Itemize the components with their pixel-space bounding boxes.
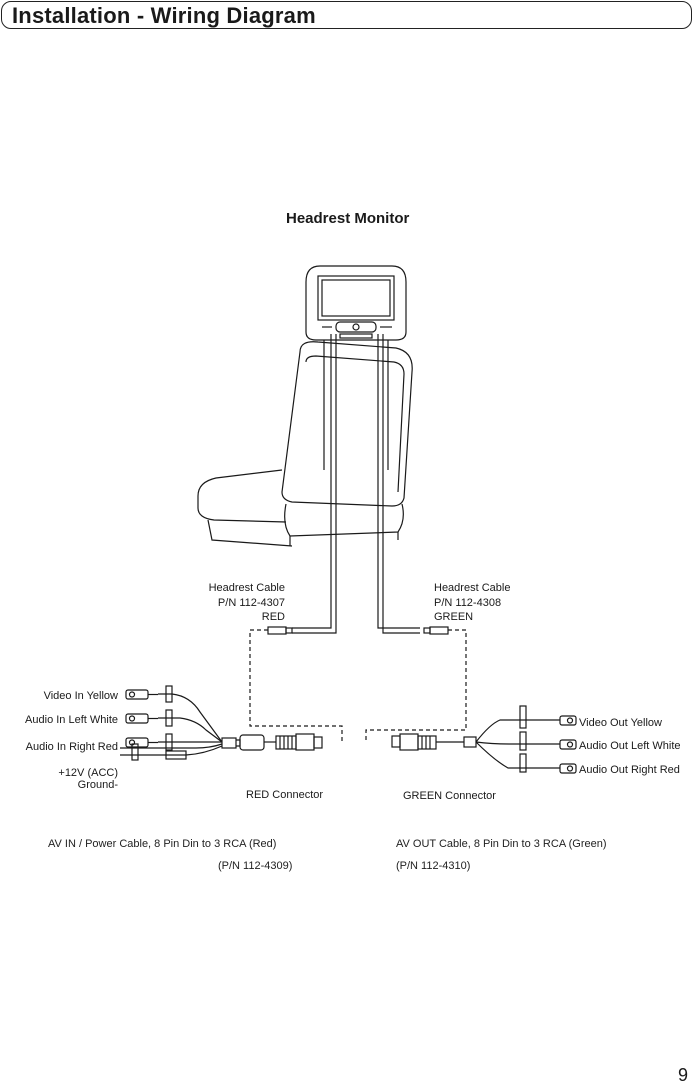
- audio-out-right-label: Audio Out Right Red: [579, 764, 680, 776]
- title-bar: Installation - Wiring Diagram: [1, 1, 692, 29]
- ground-label: Ground-: [77, 779, 118, 791]
- video-out-label: Video Out Yellow: [579, 717, 662, 729]
- av-out-part-number: (P/N 112-4310): [396, 860, 471, 872]
- left-cable-label-1: Headrest Cable: [208, 582, 285, 594]
- audio-in-right-label: Audio In Right Red: [25, 741, 118, 753]
- green-connector-label: GREEN Connector: [403, 790, 496, 802]
- red-connector-label: RED Connector: [246, 789, 324, 801]
- seat: [197, 341, 413, 547]
- av-in-cable: [120, 685, 323, 761]
- left-cable-color: RED: [261, 611, 285, 623]
- audio-out-left-label: Audio Out Left White: [579, 740, 681, 752]
- audio-in-left-label: Audio In Left White: [25, 714, 118, 726]
- video-in-label: Video In Yellow: [43, 690, 118, 702]
- page-number: 9: [677, 1065, 688, 1085]
- av-in-caption: AV IN / Power Cable, 8 Pin Din to 3 RCA …: [48, 838, 277, 850]
- av-in-part-number: (P/N 112-4309): [218, 860, 293, 872]
- power-label: +12V (ACC): [58, 767, 118, 779]
- left-cable-pn: P/N 112-4307: [217, 597, 285, 609]
- av-out-cable: [391, 705, 577, 774]
- headrest-monitor: [305, 265, 407, 341]
- av-out-caption: AV OUT Cable, 8 Pin Din to 3 RCA (Green): [396, 838, 607, 850]
- diagram-heading: Headrest Monitor: [286, 210, 410, 227]
- right-cable-color: GREEN: [434, 611, 474, 623]
- page-title: Installation - Wiring Diagram: [12, 3, 316, 28]
- right-cable-label-1: Headrest Cable: [434, 582, 511, 594]
- right-cable-pn: P/N 112-4308: [434, 597, 502, 609]
